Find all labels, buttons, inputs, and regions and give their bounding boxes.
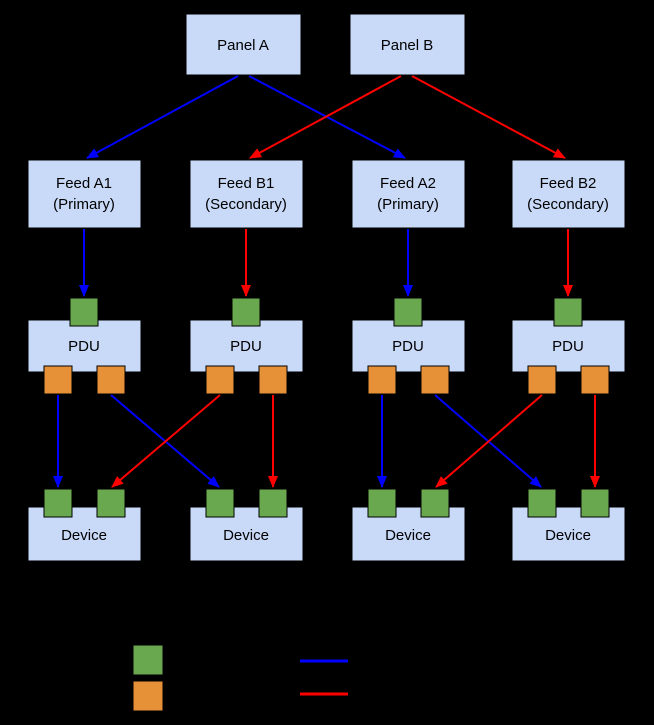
input-port-icon [258, 488, 288, 518]
feed-a1-node [27, 159, 142, 229]
legend-orange-output-port-swatch-icon [132, 680, 164, 712]
output-port-icon [580, 365, 610, 395]
feed-b1-role: (Secondary) [205, 196, 287, 213]
pdu-4-node [511, 319, 626, 373]
feed-a2-node [351, 159, 466, 229]
input-port-icon [580, 488, 610, 518]
output-port-icon [43, 365, 73, 395]
feed-a1-name: Feed A1 [56, 175, 112, 192]
secondary-arrow-panelB-feedB2 [411, 75, 566, 159]
pdu-4-label: PDU [552, 338, 584, 355]
input-port-icon [527, 488, 557, 518]
pdu-2-node [189, 319, 304, 373]
input-port-icon [553, 297, 583, 327]
pdu-1-label: PDU [68, 338, 100, 355]
input-port-icon [420, 488, 450, 518]
panel-a-label: Panel A [217, 37, 269, 54]
panel-a-node [185, 13, 302, 76]
output-port-icon [420, 365, 450, 395]
input-port-icon [393, 297, 423, 327]
pdu-1-node [27, 319, 142, 373]
primary-arrow-panelA-feedA1 [86, 75, 239, 159]
pdu-3-label: PDU [392, 338, 424, 355]
output-port-icon [367, 365, 397, 395]
feed-b2-role: (Secondary) [527, 196, 609, 213]
secondary-arrow-pdu2-device1 [111, 394, 221, 488]
secondary-arrow-panelB-feedB1 [249, 75, 402, 159]
output-port-icon [96, 365, 126, 395]
input-port-icon [231, 297, 261, 327]
device-2-label: Device [223, 527, 269, 544]
pdu-3-node [351, 319, 466, 373]
panel-b-node [349, 13, 466, 76]
device-3-label: Device [385, 527, 431, 544]
output-port-icon [527, 365, 557, 395]
feed-b2-node [511, 159, 626, 229]
input-port-icon [205, 488, 235, 518]
device-4-label: Device [545, 527, 591, 544]
feed-b1-name: Feed B1 [218, 175, 275, 192]
secondary-arrow-pdu4-device3 [435, 394, 543, 488]
legend-green-input-port-swatch-icon [132, 644, 164, 676]
device-1-label: Device [61, 527, 107, 544]
input-port-icon [69, 297, 99, 327]
pdu-2-label: PDU [230, 338, 262, 355]
feed-b2-name: Feed B2 [540, 175, 597, 192]
input-port-icon [43, 488, 73, 518]
output-port-icon [205, 365, 235, 395]
feed-a2-role: (Primary) [377, 196, 439, 213]
feed-a1-role: (Primary) [53, 196, 115, 213]
input-port-icon [367, 488, 397, 518]
feed-b1-node [189, 159, 304, 229]
output-port-icon [258, 365, 288, 395]
input-port-icon [96, 488, 126, 518]
feed-a2-name: Feed A2 [380, 175, 436, 192]
panel-b-label: Panel B [381, 37, 434, 54]
